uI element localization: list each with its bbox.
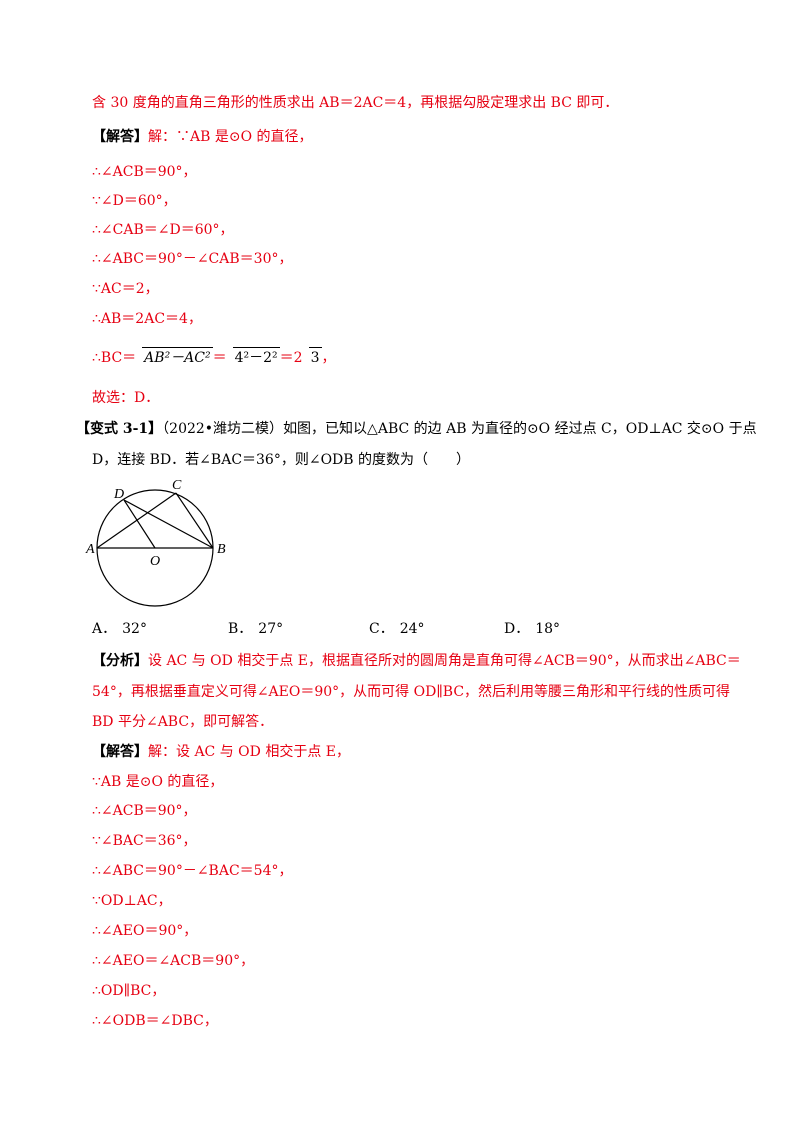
label-d: D	[113, 487, 124, 502]
label-b: B	[217, 542, 226, 557]
solution1-step: ∵∠D＝60°，	[92, 193, 177, 209]
bc-suffix: ，	[321, 350, 336, 366]
solution2-step: ∴∠ACB＝90°，	[92, 803, 197, 819]
analysis-label: 【分析】	[92, 653, 148, 669]
circle-figure: A B C D O	[85, 478, 226, 607]
analysis-line2: 54°，再根据垂直定义可得∠AEO＝90°，从而可得 OD∥BC，然后利用等腰三…	[92, 684, 731, 700]
solution2-step: ∵∠BAC＝36°，	[92, 833, 197, 849]
answer-label: 【解答】	[92, 129, 148, 145]
solution2-step: ∵AB 是⊙O 的直径，	[92, 774, 224, 790]
sqrt-expression-2: 4²－2²	[232, 347, 280, 368]
solution2-step: ∴∠ABC＝90°－∠BAC＝54°，	[92, 863, 293, 879]
solution1-step: ∴AB＝2AC＝4，	[92, 311, 202, 327]
bc-prefix: ∴BC＝	[92, 350, 137, 366]
solution2-step: ∴∠AEO＝90°，	[92, 923, 198, 939]
problem-label: 【变式 3-1】	[76, 421, 163, 437]
solution1-line1: 含 30 度角的直角三角形的性质求出 AB＝2AC＝4，再根据勾股定理求出 BC…	[92, 95, 619, 111]
solution1-step: ∴∠ABC＝90°－∠CAB＝30°，	[92, 251, 293, 267]
solution1-step: ∴∠ACB＝90°，	[92, 164, 197, 180]
problem-line1: 【变式 3-1】（2022•潍坊二模）如图，已知以△ABC 的边 AB 为直径的…	[76, 419, 757, 439]
bc-equals-2: ＝2	[279, 350, 303, 366]
analysis-line1: 【分析】设 AC 与 OD 相交于点 E，根据直径所对的圆周角是直角可得∠ACB…	[92, 653, 741, 669]
option-a: A．32°	[92, 621, 147, 637]
segment-cb	[175, 492, 214, 549]
problem-source: （2022•潍坊二模）	[162, 421, 284, 437]
solution1-step: ∵AC＝2，	[92, 281, 159, 297]
bc-equals: ＝	[212, 350, 227, 366]
option-b: B．27°	[228, 621, 284, 637]
label-a: A	[85, 542, 95, 557]
problem-line2: D，连接 BD．若∠BAC＝36°，则∠ODB 的度数为（ ）	[92, 452, 471, 468]
solution2-step: ∴∠AEO＝∠ACB＝90°，	[92, 953, 255, 969]
segment-db	[123, 499, 214, 549]
solution1-step: ∴∠CAB＝∠D＝60°，	[92, 222, 234, 238]
label-c: C	[172, 478, 182, 493]
answer-intro: 解：∵AB 是⊙O 的直径，	[148, 129, 313, 145]
option-d: D．18°	[504, 621, 561, 637]
solution2-step: ∴∠ODB＝∠DBC，	[92, 1013, 218, 1029]
solution2-step: ∴OD∥BC，	[92, 983, 166, 999]
solution2-step: ∵OD⊥AC，	[92, 893, 172, 909]
solution1-answer: 【解答】解：∵AB 是⊙O 的直径，	[92, 127, 313, 147]
analysis-line3: BD 平分∠ABC，即可解答．	[92, 714, 274, 730]
option-c: C．24°	[369, 621, 425, 637]
solution1-choice: 故选：D．	[92, 390, 160, 406]
label-o: O	[150, 554, 160, 569]
answer-label: 【解答】	[92, 744, 148, 760]
segment-od	[123, 499, 156, 549]
segment-ac	[96, 492, 177, 549]
sqrt-expression-1: AB²－AC²	[142, 347, 213, 368]
solution2-answer: 【解答】解：设 AC 与 OD 相交于点 E，	[92, 744, 350, 760]
sqrt-expression-3: 3	[308, 347, 322, 368]
bc-formula: ∴BC＝ AB²－AC²＝ 4²－2²＝2 3，	[92, 347, 336, 368]
problem-text-1: 如图，已知以△ABC 的边 AB 为直径的⊙O 经过点 C，OD⊥AC 交⊙O …	[283, 421, 757, 437]
